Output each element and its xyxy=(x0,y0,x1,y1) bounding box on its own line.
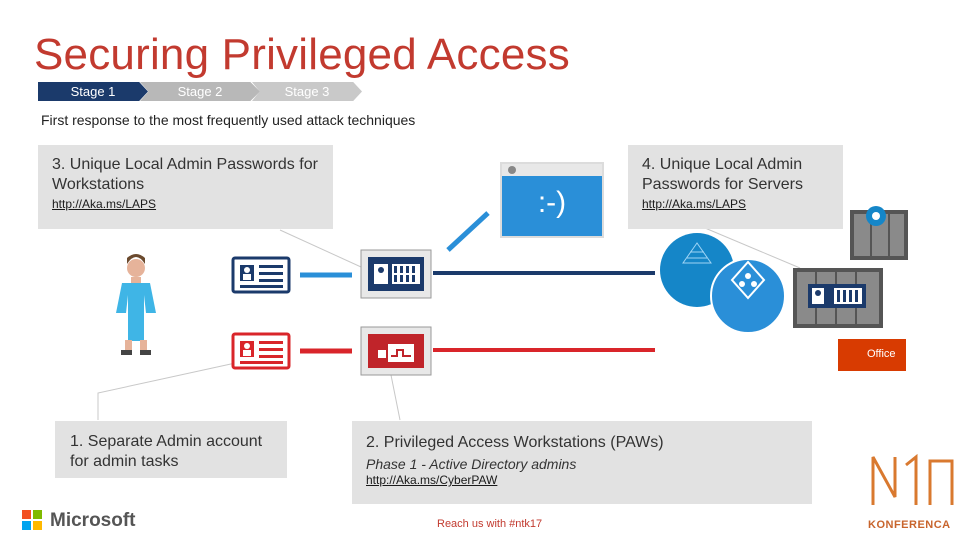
box-workstation-passwords-title: 3. Unique Local Admin Passwords for Work… xyxy=(52,156,318,193)
subtitle: First response to the most frequently us… xyxy=(41,112,416,128)
window-titlebar xyxy=(502,164,602,176)
box-paws-title: 2. Privileged Access Workstations (PAWs) xyxy=(366,434,664,451)
microsoft-logo-text: Microsoft xyxy=(50,510,136,531)
footer-hashtag: Reach us with #ntk17 xyxy=(437,518,543,530)
box-workstation-passwords: 3. Unique Local Admin Passwords for Work… xyxy=(38,145,333,229)
office-label: Office xyxy=(867,348,896,360)
microsoft-logo-icon xyxy=(22,510,42,530)
box-separate-admin: 1. Separate Admin account for admin task… xyxy=(55,421,287,478)
office-badge: Office xyxy=(838,339,906,371)
box-separate-admin-title: 1. Separate Admin account for admin task… xyxy=(70,433,263,470)
server-with-display-icon xyxy=(793,268,883,328)
connector-box4 xyxy=(704,227,801,269)
attacker-window: :-) xyxy=(500,162,604,238)
box-paws: 2. Privileged Access Workstations (PAWs)… xyxy=(352,421,812,504)
ntk-logo-icon xyxy=(871,453,954,505)
smiley-text: :-) xyxy=(537,186,567,219)
connector-box1 xyxy=(97,361,241,420)
box-server-passwords-title: 4. Unique Local Admin Passwords for Serv… xyxy=(642,156,803,193)
stage-2-tab[interactable]: Stage 2 xyxy=(140,82,260,101)
admin-id-card-icon xyxy=(231,332,291,370)
user-id-card-icon xyxy=(231,256,291,294)
stage-3-tab[interactable]: Stage 3 xyxy=(252,82,362,101)
connector-box3 xyxy=(279,229,373,273)
attack-line xyxy=(446,211,490,252)
paw-workstation-icon xyxy=(360,326,432,376)
page-title: Securing Privileged Access xyxy=(34,30,570,79)
box-workstation-passwords-link[interactable]: http://Aka.ms/LAPS xyxy=(52,197,157,211)
stage-1-tab[interactable]: Stage 1 xyxy=(38,82,148,101)
active-directory-circle-icon xyxy=(710,258,786,334)
person-icon xyxy=(116,254,156,355)
workstation-icon xyxy=(360,249,432,299)
box-paws-phase: Phase 1 - Active Directory admins xyxy=(366,456,577,472)
box-paws-link[interactable]: http://Aka.ms/CyberPAW xyxy=(366,473,498,487)
box-server-passwords: 4. Unique Local Admin Passwords for Serv… xyxy=(628,145,843,229)
konferenca-logo-text: KONFERENCA xyxy=(868,519,951,531)
window-dot-icon xyxy=(508,166,516,174)
box-server-passwords-link[interactable]: http://Aka.ms/LAPS xyxy=(642,197,747,211)
server-rack-icon xyxy=(850,206,908,260)
connector-box2 xyxy=(389,369,401,421)
